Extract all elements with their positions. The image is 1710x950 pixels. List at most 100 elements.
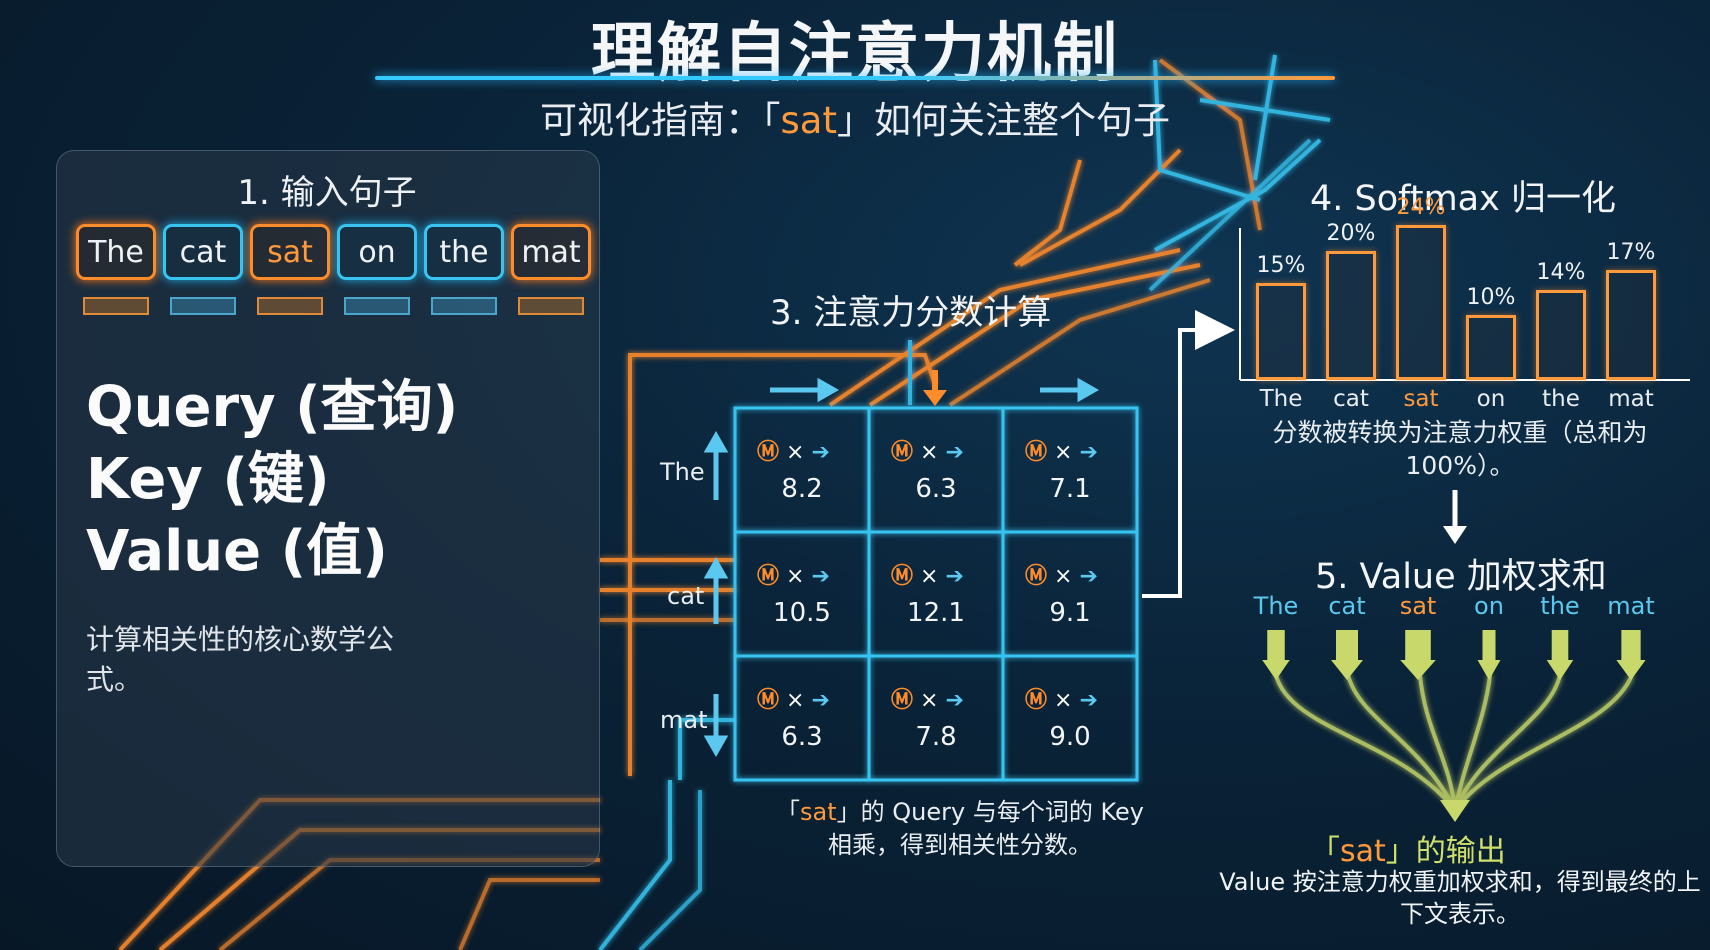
query-key-op: Ⓜ × ➔ bbox=[891, 434, 964, 466]
embedding-bar bbox=[518, 297, 584, 315]
score-value: 6.3 bbox=[915, 474, 957, 504]
note-text: 」的 Query 与每个词的 Key bbox=[836, 798, 1144, 826]
value-weight-arrow bbox=[1621, 630, 1641, 662]
embedding-bar bbox=[83, 297, 149, 315]
score-cell: Ⓜ × ➔8.2 bbox=[735, 408, 869, 532]
step3-note: 「sat」的 Query 与每个词的 Key 相乘，得到相关性分数。 bbox=[700, 796, 1220, 862]
multiply-symbol: × bbox=[786, 564, 805, 589]
query-key-op: Ⓜ × ➔ bbox=[757, 558, 830, 590]
score-cell: Ⓜ × ➔9.1 bbox=[1003, 532, 1137, 656]
query-key-op: Ⓜ × ➔ bbox=[1025, 682, 1098, 714]
bar-category-label: on bbox=[1476, 386, 1506, 412]
value-word: the bbox=[1540, 592, 1580, 620]
title-underline bbox=[375, 76, 1335, 80]
embedding-bar bbox=[344, 297, 410, 315]
token-label: The bbox=[88, 234, 144, 270]
value-weight-arrow bbox=[1405, 630, 1431, 662]
multiply-symbol: × bbox=[786, 688, 805, 713]
token-the: The bbox=[76, 224, 156, 280]
value-weight-arrowhead bbox=[1616, 660, 1646, 680]
multiply-symbol: × bbox=[920, 440, 939, 465]
softmax-bar bbox=[1396, 224, 1446, 380]
token-label: on bbox=[358, 234, 396, 270]
query-key-op: Ⓜ × ➔ bbox=[1025, 434, 1098, 466]
query-key-op: Ⓜ × ➔ bbox=[757, 682, 830, 714]
query-key-op: Ⓜ × ➔ bbox=[891, 558, 964, 590]
subtitle: 可视化指南：「sat」如何关注整个句子 bbox=[0, 90, 1710, 144]
multiply-symbol: × bbox=[786, 440, 805, 465]
subtitle-prefix: 可视化指南：「 bbox=[540, 99, 781, 142]
query-icon: Ⓜ bbox=[891, 440, 914, 465]
bar-percent-label: 14% bbox=[1536, 259, 1586, 285]
embedding-bar bbox=[170, 297, 236, 315]
key-arrow-icon: ➔ bbox=[811, 440, 830, 465]
key-arrow-icon: ➔ bbox=[811, 564, 830, 589]
query-icon: Ⓜ bbox=[1025, 564, 1048, 589]
step5-title: 5. Value 加权求和 bbox=[1315, 557, 1607, 597]
embedding-bar bbox=[431, 297, 497, 315]
query-key-op: Ⓜ × ➔ bbox=[891, 682, 964, 714]
multiply-symbol: × bbox=[1054, 440, 1073, 465]
score-cell: Ⓜ × ➔ 6.3 bbox=[869, 408, 1003, 532]
step4-title: 4. Softmax 归一化 bbox=[1310, 179, 1616, 219]
value-label: Value (值) bbox=[86, 519, 388, 584]
query-icon: Ⓜ bbox=[891, 688, 914, 713]
score-cell: Ⓜ × ➔ 7.8 bbox=[869, 656, 1003, 780]
multiply-symbol: × bbox=[1054, 688, 1073, 713]
key-label: Key (键) bbox=[86, 447, 330, 512]
softmax-bar bbox=[1536, 289, 1586, 380]
row-label-cat: cat bbox=[667, 582, 705, 610]
value-word: cat bbox=[1328, 592, 1366, 620]
score-cell: Ⓜ × ➔ 6.3 bbox=[735, 656, 869, 780]
token-mat: mat bbox=[511, 224, 591, 280]
score-cell: Ⓜ × ➔ 10.5 bbox=[735, 532, 869, 656]
note-bracket: 「 bbox=[776, 798, 801, 826]
score-value: 12.1 bbox=[907, 598, 965, 628]
value-weight-arrow bbox=[1551, 630, 1569, 662]
query-icon: Ⓜ bbox=[1025, 688, 1048, 713]
page-title: 理解自注意力机制 bbox=[591, 17, 1119, 91]
score-value: 7.8 bbox=[915, 722, 957, 752]
score-value: 7.1 bbox=[1049, 474, 1091, 504]
output-text: 」的输出 bbox=[1385, 834, 1506, 869]
value-weight-arrow bbox=[1482, 630, 1496, 662]
key-arrow-icon: ➔ bbox=[945, 688, 964, 713]
output-highlight: sat bbox=[1340, 834, 1386, 869]
value-weight-arrow bbox=[1336, 630, 1358, 662]
value-weight-arrowhead bbox=[1262, 660, 1290, 680]
bar-percent-label: 24% bbox=[1396, 194, 1446, 220]
row-label-mat: mat bbox=[660, 706, 708, 734]
bar-percent-label: 15% bbox=[1256, 253, 1306, 279]
key-arrow-icon: ➔ bbox=[945, 440, 964, 465]
score-value: 10.5 bbox=[773, 598, 831, 628]
bar-category-label: mat bbox=[1608, 386, 1654, 412]
step1-title: 1. 输入句子 bbox=[237, 173, 417, 213]
score-value: 9.0 bbox=[1049, 722, 1091, 752]
value-word: mat bbox=[1607, 592, 1655, 620]
multiply-symbol: × bbox=[1054, 564, 1073, 589]
score-cell: Ⓜ × ➔ 9.0 bbox=[1003, 656, 1137, 780]
output-bracket: 「 bbox=[1310, 834, 1340, 869]
multiply-symbol: × bbox=[920, 564, 939, 589]
bar-percent-label: 17% bbox=[1606, 240, 1656, 266]
value-weight-arrowhead bbox=[1477, 660, 1501, 680]
step1-description: 计算相关性的核心数学公式。 bbox=[86, 623, 395, 696]
value-weight-arrow bbox=[1267, 630, 1285, 662]
bar-category-label: sat bbox=[1403, 386, 1439, 412]
query-key-op: Ⓜ × ➔ bbox=[757, 434, 830, 466]
value-weight-arrowhead bbox=[1546, 660, 1574, 680]
score-value: 6.3 bbox=[781, 722, 823, 752]
softmax-bar bbox=[1256, 283, 1306, 380]
output-title: 「sat」的输出 bbox=[1310, 826, 1506, 870]
token-cat: cat bbox=[163, 224, 243, 280]
bar-percent-label: 20% bbox=[1326, 220, 1376, 246]
score-value: 9.1 bbox=[1049, 598, 1091, 628]
query-label: Query (查询) bbox=[86, 375, 459, 440]
step4-note: 分数被转换为注意力权重（总和为100%）。 bbox=[1272, 418, 1648, 480]
row-label-the: The bbox=[660, 458, 705, 486]
note-highlight: sat bbox=[800, 798, 837, 826]
query-icon: Ⓜ bbox=[757, 440, 780, 465]
token-on: on bbox=[337, 224, 417, 280]
query-icon: Ⓜ bbox=[1025, 440, 1048, 465]
